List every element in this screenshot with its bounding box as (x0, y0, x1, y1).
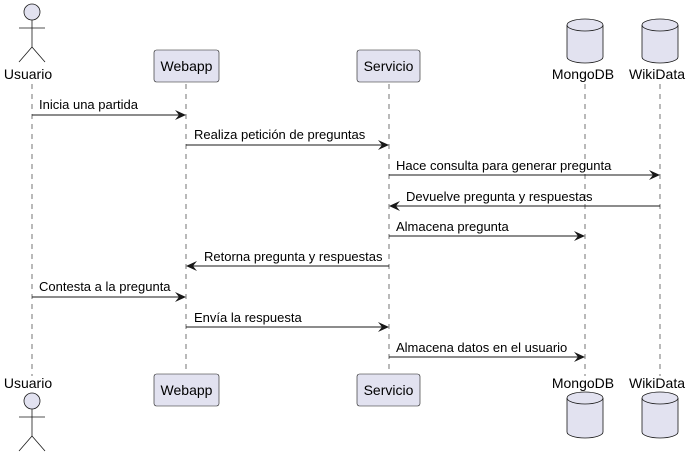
participant-label: Servicio (364, 382, 414, 398)
message-7: Contesta a la pregunta (32, 279, 186, 302)
database-icon (641, 18, 679, 64)
message-4: Devuelve pregunta y respuestas (389, 189, 660, 211)
database-icon (566, 391, 604, 439)
database-icon (641, 391, 679, 439)
message-label: Hace consulta para generar pregunta (396, 158, 612, 173)
participant-servicio-bottom: Servicio (356, 373, 421, 407)
message-3: Hace consulta para generar pregunta (389, 158, 660, 180)
actor-icon (18, 3, 46, 63)
participant-label: MongoDB (552, 66, 614, 82)
message-label: Almacena pregunta (396, 219, 510, 234)
message-9: Almacena datos en el usuario (389, 340, 585, 362)
participant-label: WikiData (629, 66, 685, 82)
participant-box (153, 49, 220, 83)
database-icon (566, 18, 604, 64)
participant-box (153, 373, 220, 407)
message-6: Retorna pregunta y respuestas (186, 249, 389, 271)
message-label: Contesta a la pregunta (39, 279, 171, 294)
message-label: Almacena datos en el usuario (396, 340, 567, 355)
participant-box (356, 49, 421, 83)
messages: Inicia una partida Realiza petición de p… (32, 97, 660, 362)
message-label: Retorna pregunta y respuestas (204, 249, 383, 264)
participant-usuario-bottom: Usuario (4, 375, 52, 452)
participant-mongodb-top: MongoDB (552, 18, 614, 82)
participant-label: Usuario (4, 66, 52, 82)
participant-wikidata-top: WikiData (629, 18, 685, 82)
message-label: Realiza petición de preguntas (194, 127, 366, 142)
message-1: Inicia una partida (32, 97, 186, 120)
participant-webapp-bottom: Webapp (153, 373, 220, 407)
message-5: Almacena pregunta (389, 219, 585, 241)
participant-label: MongoDB (552, 375, 614, 391)
participant-mongodb-bottom: MongoDB (552, 375, 614, 439)
participant-label: WikiData (629, 375, 685, 391)
participant-servicio-top: Servicio (356, 49, 421, 83)
participant-label: Webapp (161, 382, 213, 398)
message-label: Envía la respuesta (194, 310, 302, 325)
message-2: Realiza petición de preguntas (186, 127, 389, 150)
participant-usuario-top: Usuario (4, 3, 52, 82)
message-label: Devuelve pregunta y respuestas (406, 189, 593, 204)
participant-label: Usuario (4, 375, 52, 391)
participant-webapp-top: Webapp (153, 49, 220, 83)
actor-icon (18, 392, 46, 452)
participant-label: Servicio (364, 58, 414, 74)
message-label: Inicia una partida (39, 97, 139, 112)
participant-label: Webapp (161, 58, 213, 74)
participant-box (356, 373, 421, 407)
message-8: Envía la respuesta (186, 310, 389, 332)
participant-wikidata-bottom: WikiData (629, 375, 685, 439)
